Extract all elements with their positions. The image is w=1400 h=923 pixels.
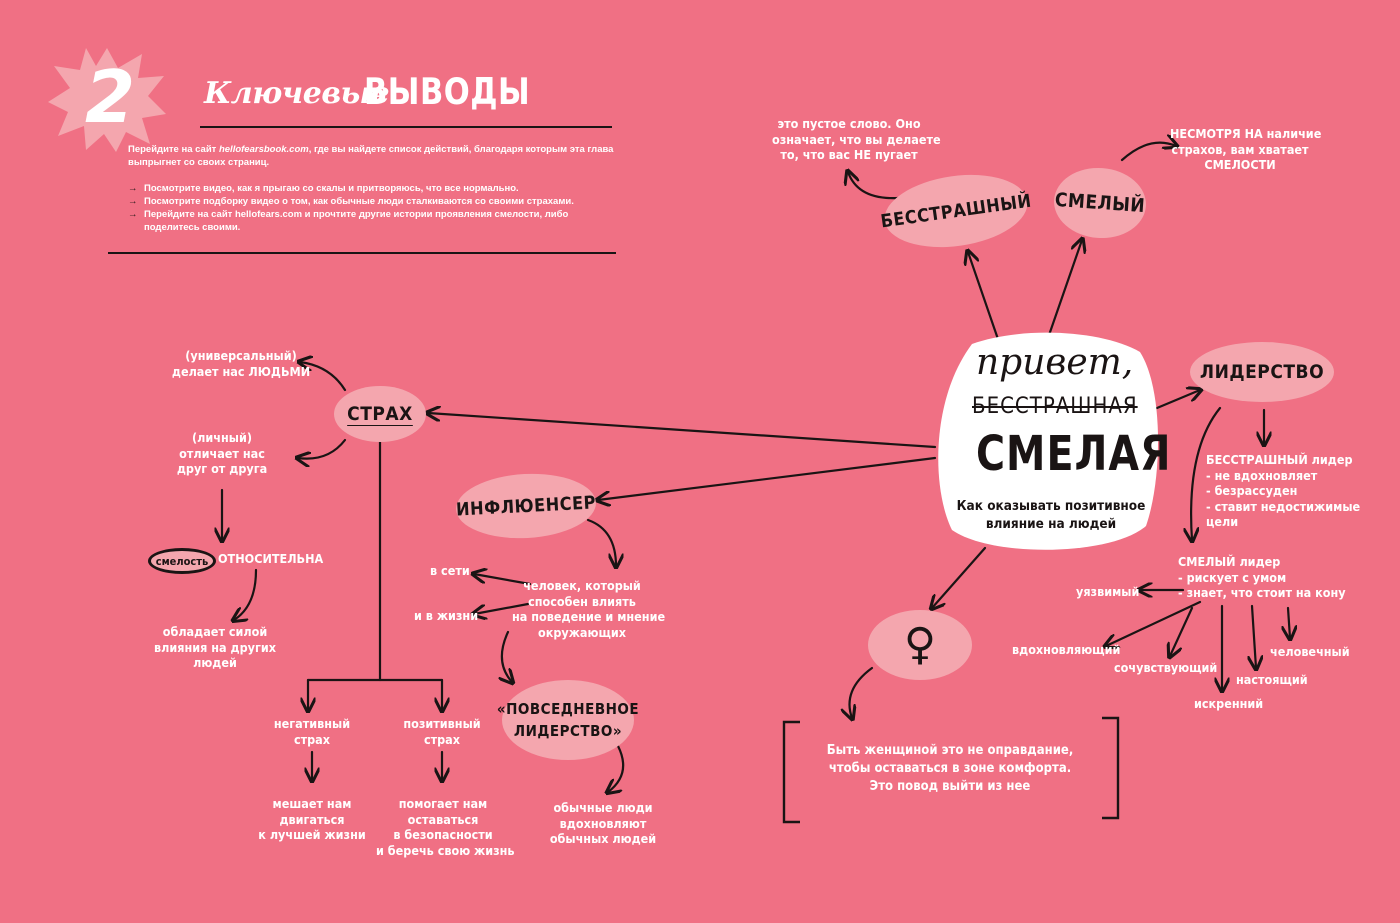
arrow-fearless-note (848, 172, 900, 200)
center-struck: БЕССТРАШНАЯ (972, 394, 1138, 419)
arrow-everyday-note (608, 744, 625, 792)
arrow-relative-influence (234, 568, 258, 620)
relative-word: ОТНОСИТЕЛЬНА (218, 551, 324, 566)
fearless-leader: БЕССТРАШНЫЙ лидер - не вдохновляет - без… (1206, 452, 1361, 529)
fear-universal: (универсальный) делает нас ЛЮДЬМИ (171, 348, 311, 379)
node-leadership: ЛИДЕРСТВО (1190, 342, 1334, 402)
arrow-leader-curve (1191, 406, 1222, 540)
courage-oval: смелость (148, 548, 216, 574)
arrow-online (474, 574, 532, 586)
arrow-in-life (474, 602, 530, 614)
node-female: ♀ (868, 610, 972, 680)
trait-vulnerable: уязвимый (1076, 584, 1140, 599)
positive-fear: позитивный страх (403, 716, 481, 747)
female-note: Быть женщиной это не оправдание, чтобы о… (826, 743, 1074, 794)
arrow-icon: → (128, 196, 138, 207)
brave-note: НЕСМОТРЯ НА наличие страхов, вам хватает… (1170, 126, 1322, 172)
chapter-starburst (48, 48, 166, 152)
arrow-compassionate (1170, 606, 1194, 656)
arrow-to-fearless (968, 252, 1002, 347)
title-rule (200, 126, 612, 128)
fear-personal: (личный) отличает нас друг от друга (176, 430, 268, 476)
fearless-note: это пустое слово. Оно означает, что вы д… (772, 116, 941, 162)
trait-compassionate: сочувствующий (1114, 660, 1218, 675)
intro-rule (108, 252, 616, 254)
node-everyday-leadership: «ПОВСЕДНЕВНОЕ ЛИДЕРСТВО» (497, 680, 639, 760)
influencer-def: человек, который способен влиять на пове… (512, 578, 666, 640)
intro-text: Перейдите на сайт hellofearsbook.com, гд… (128, 144, 614, 168)
female-note-brackets (782, 716, 1120, 824)
trait-real: настоящий (1236, 672, 1308, 687)
action-item: → Посмотрите подборку видео о том, как о… (128, 196, 574, 207)
arrow-icon: → (128, 183, 138, 194)
arrow-human (1288, 606, 1290, 638)
arrow-icon: → (128, 209, 138, 220)
action-item: → Посмотрите видео, как я прыгаю со скал… (128, 183, 519, 194)
center-blob (938, 332, 1159, 550)
arrow-to-fear (428, 413, 937, 449)
action-list: → Посмотрите видео, как я прыгаю со скал… (128, 182, 618, 234)
online-note: в сети (430, 563, 470, 578)
chapter-number: 2 (84, 55, 136, 139)
negative-fear: негативный страх (273, 716, 351, 747)
arrow-to-female (932, 546, 987, 608)
arrow-brave-note (1120, 143, 1176, 162)
center-subtitle-2: влияние на людей (985, 516, 1117, 532)
everyday-note: обычные люди вдохновляют обычных людей (549, 800, 657, 846)
trait-inspiring: вдохновляющий (1012, 642, 1121, 657)
arrow-real (1252, 604, 1256, 668)
arrow-everyday (502, 630, 512, 682)
center-subtitle-1: Как оказывать позитивное (956, 498, 1146, 514)
trait-sincere: искренний (1194, 696, 1264, 711)
action-item: → Перейдите на сайт hellofears.com и про… (128, 209, 569, 233)
title-script: Ключевые (204, 76, 390, 111)
center-bold: СМЕЛАЯ (976, 426, 1172, 483)
brave-leader: СМЕЛЫЙ лидер - рискует с умом - знает, ч… (1178, 554, 1346, 600)
title-caps: ВЫВОДЫ (364, 70, 531, 114)
in-life-note: и в жизни (414, 608, 479, 623)
negative-result: мешает нам двигаться к лучшей жизни (258, 796, 366, 842)
arrow-to-influencer (598, 456, 937, 500)
trait-human: человечный (1270, 644, 1350, 659)
node-fear: СТРАХ (334, 386, 426, 442)
site-link[interactable]: hellofearsbook.com (218, 144, 309, 155)
influence-note: обладает силой влияния на других людей (154, 624, 276, 670)
arrow-influencer-def (586, 518, 616, 566)
arrow-to-leadership (1155, 390, 1200, 410)
arrow-fear-personal (298, 438, 347, 459)
arrow-inspiring (1106, 600, 1202, 646)
center-script: привет, (976, 342, 1134, 383)
arrow-fear-universal (300, 362, 347, 392)
arrow-female-note (850, 666, 874, 718)
arrow-to-brave (1046, 240, 1082, 340)
female-symbol-icon: ♀ (903, 619, 937, 670)
positive-result: помогает нам оставаться в безопасности и… (376, 796, 515, 858)
